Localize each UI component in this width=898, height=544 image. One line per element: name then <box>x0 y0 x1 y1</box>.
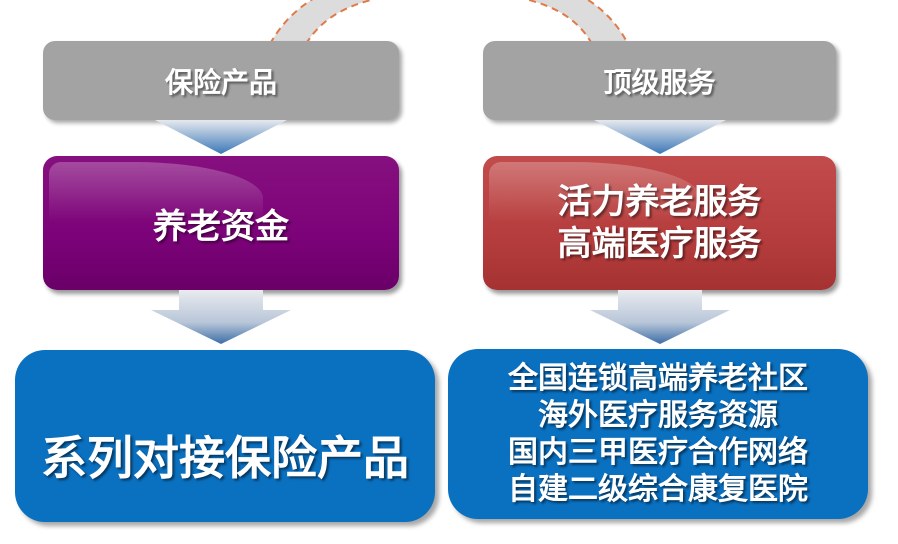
premium-services-label: 顶级服务 <box>603 65 716 99</box>
insurance-products-label: 保险产品 <box>164 65 277 99</box>
service-line-1: 活力养老服务 <box>557 182 762 222</box>
resource-line-2: 海外医疗服务资源 <box>538 398 778 433</box>
resource-line-4: 自建二级综合康复医院 <box>508 472 808 507</box>
down-arrow-icon <box>151 290 291 344</box>
services-box: 活力养老服务 高端医疗服务 <box>483 156 836 290</box>
premium-services-header: 顶级服务 <box>483 41 836 120</box>
down-arrow-icon <box>155 120 287 154</box>
pension-funds-box: 养老资金 <box>43 156 399 290</box>
down-arrow-icon <box>594 120 726 154</box>
resource-line-3: 国内三甲医疗合作网络 <box>508 435 808 470</box>
insurance-series-label: 系列对接保险产品 <box>41 431 409 485</box>
down-arrow-icon <box>590 290 730 344</box>
resources-box: 全国连锁高端养老社区 海外医疗服务资源 国内三甲医疗合作网络 自建二级综合康复医… <box>448 349 868 519</box>
pension-funds-label: 养老资金 <box>153 206 289 247</box>
insurance-series-box: 系列对接保险产品 <box>15 350 435 522</box>
resource-line-1: 全国连锁高端养老社区 <box>508 361 808 396</box>
service-line-2: 高端医疗服务 <box>557 224 762 264</box>
insurance-products-header: 保险产品 <box>43 41 399 120</box>
